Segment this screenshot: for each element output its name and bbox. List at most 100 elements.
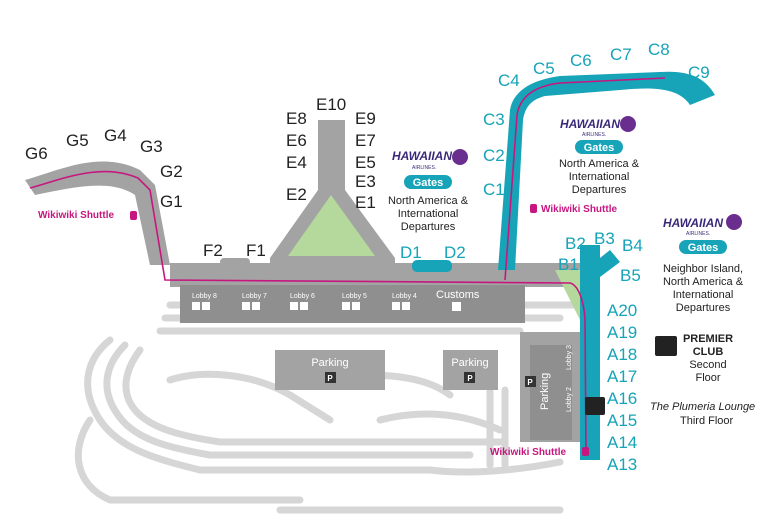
e-green-area	[288, 195, 375, 256]
parking-block-2	[443, 350, 498, 390]
hawaiian-logo-icon	[726, 214, 742, 230]
gate-label: G3	[140, 137, 163, 156]
gate-label: F1	[246, 241, 266, 260]
gates-desc: North America &	[388, 195, 469, 207]
lobby-label: Lobby 6	[290, 293, 315, 300]
gates-badge	[575, 140, 623, 154]
lobby-label: Lobby 3	[566, 345, 573, 370]
gate-label: B2	[565, 234, 586, 253]
restroom-icon	[202, 302, 210, 310]
gates-desc: Departures	[401, 221, 456, 233]
gate-label: C9	[688, 63, 710, 82]
gate-label: C4	[498, 71, 520, 90]
gates-d: D1 D2	[400, 243, 466, 262]
parking-icon	[525, 376, 536, 387]
parking-icon	[325, 372, 336, 383]
hawaiian-logo-text: HAWAIIAN	[392, 149, 452, 163]
gate-label: A15	[607, 411, 637, 430]
roads	[74, 301, 584, 514]
lobby-label: Lobby 8	[192, 293, 217, 300]
gate-label: F2	[203, 241, 223, 260]
gate-label: E4	[286, 153, 307, 172]
c-connector	[498, 270, 515, 285]
customs-icon	[452, 302, 461, 311]
gates-badge	[404, 175, 452, 189]
checkin-icon	[290, 302, 298, 310]
hawaiian-logo-sub: AIRLINES.	[412, 165, 436, 171]
gates-badge-label: Gates	[688, 242, 719, 254]
a-green-area	[555, 270, 580, 320]
gate-label: D2	[444, 243, 466, 262]
gates-badge-label: Gates	[584, 142, 615, 154]
shuttle-label: Wikiwiki Shuttle	[490, 447, 566, 458]
gate-label: G6	[25, 144, 48, 163]
parking-block-1	[275, 350, 385, 390]
gates-e: E10 E8 E6 E4 E2 E9 E7 E5 E3 E1	[286, 95, 376, 212]
gate-label: C2	[483, 146, 505, 165]
gates-badge-label: Gates	[413, 177, 444, 189]
hawaiian-logo-text: HAWAIIAN	[663, 216, 723, 230]
gate-label: B5	[620, 266, 641, 285]
parking-sign: P	[527, 378, 533, 387]
gates-desc: International	[398, 208, 459, 220]
lobby-label: Lobby 7	[242, 293, 267, 300]
gate-d-block	[412, 260, 452, 272]
lounge-icon	[655, 336, 677, 356]
gate-label: A16	[607, 389, 637, 408]
parking-sign: P	[327, 374, 333, 383]
hawaiian-gates-info: HAWAIIAN AIRLINES. Gates Neighbor Island…	[663, 214, 744, 314]
shuttle-labels: Wikiwiki Shuttle Wikiwiki Shuttle Wikiwi…	[38, 204, 617, 458]
gate-label: E5	[355, 153, 376, 172]
gates-badge	[679, 240, 727, 254]
gate-label: A14	[607, 433, 637, 452]
gate-label: A19	[607, 323, 637, 342]
gate-label: C1	[483, 180, 505, 199]
checkin-icon	[242, 302, 250, 310]
hawaiian-logo-text: HAWAIIAN	[560, 117, 620, 131]
gate-label: A17	[607, 367, 637, 386]
shuttle-icon	[130, 211, 137, 220]
gate-label: C6	[570, 51, 592, 70]
gates-g: G6 G5 G4 G3 G2 G1	[25, 126, 183, 211]
gate-label: C8	[648, 40, 670, 59]
shuttle-route	[29, 170, 587, 453]
shuttle-label: Wikiwiki Shuttle	[38, 210, 114, 221]
lobbies: Lobby 8 Lobby 7 Lobby 6 Lobby 5 Lobby 4 …	[192, 293, 573, 412]
lounge-icon	[585, 397, 605, 415]
gate-label: C3	[483, 110, 505, 129]
gate-label: C7	[610, 45, 632, 64]
gate-label: B3	[594, 229, 615, 248]
premier-club-floor: Floor	[695, 372, 720, 384]
shuttle-label: Wikiwiki Shuttle	[541, 204, 617, 215]
checkin-icon	[342, 302, 350, 310]
premier-club-floor: Second	[689, 359, 726, 371]
gate-label: D1	[400, 243, 422, 262]
gates-c: C1 C2 C3 C4 C5 C6 C7 C8 C9	[483, 40, 710, 199]
checkin-icon	[192, 302, 200, 310]
parking-label: Parking	[451, 357, 488, 369]
premier-club: PREMIER CLUB Second Floor	[655, 333, 733, 384]
gate-label: A18	[607, 345, 637, 364]
gate-label: E3	[355, 172, 376, 191]
gate-b-wing	[585, 250, 620, 280]
restroom-icon	[300, 302, 308, 310]
shuttle-route-c	[504, 77, 666, 281]
hawaiian-logo-icon	[452, 149, 468, 165]
parking-label: Parking	[311, 357, 348, 369]
shuttle-icon	[582, 447, 589, 456]
parking-icon	[464, 372, 475, 383]
gate-label: G2	[160, 162, 183, 181]
lobby-label: Lobby 4	[392, 293, 417, 300]
gates-desc: International	[673, 289, 734, 301]
shuttle-icon	[530, 204, 537, 213]
concourse-g	[25, 161, 170, 265]
gate-label: E6	[286, 131, 307, 150]
gate-label: G1	[160, 192, 183, 211]
gate-label: B1	[558, 255, 579, 274]
gate-label: E1	[355, 193, 376, 212]
gate-label: E2	[286, 185, 307, 204]
hawaiian-logo-icon	[620, 116, 636, 132]
plumeria-floor: Third Floor	[680, 415, 734, 427]
gates-desc: International	[569, 171, 630, 183]
